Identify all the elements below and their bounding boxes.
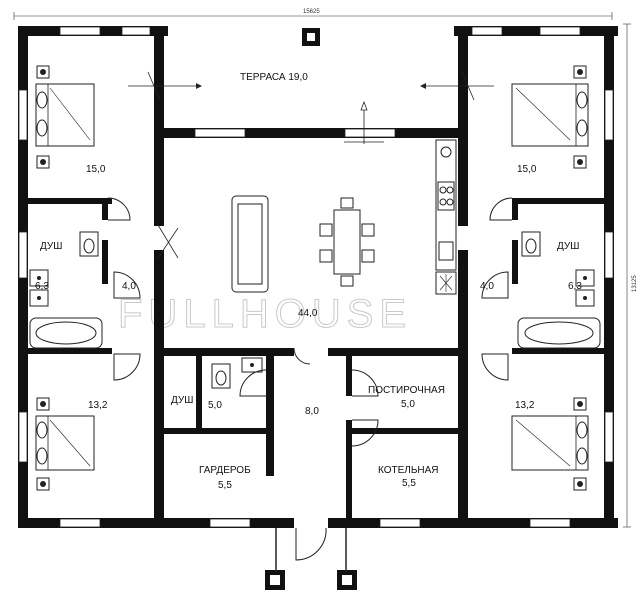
boiler-name: КОТЕЛЬНАЯ (378, 465, 439, 476)
shower-e-name: ДУШ (557, 241, 579, 252)
bed-ne (511, 65, 589, 169)
width-dimension: 15625 (303, 9, 320, 15)
bedroom-sw-area: 13,2 (88, 400, 108, 411)
corridor-area: 8,0 (305, 406, 319, 417)
laundry-name: ПОСТИРОЧНАЯ (368, 385, 445, 396)
bed-nw (35, 65, 95, 169)
entrance-porch (275, 518, 347, 572)
door-swings (107, 197, 513, 447)
bathroom-c-fixtures (211, 357, 263, 389)
wardrobe-name: ГАРДЕРОБ (199, 465, 251, 476)
wardrobe-area: 5,5 (218, 480, 232, 491)
dining-table (319, 197, 375, 287)
bedroom-ne-area: 15,0 (517, 164, 537, 175)
bed-se (511, 397, 589, 491)
door-arrows (128, 71, 494, 259)
watermark: FULLHOUSE (118, 292, 412, 336)
height-dimension: 13125 (632, 275, 638, 292)
bedroom-nw-area: 15,0 (86, 164, 106, 175)
shower-w-name: ДУШ (40, 241, 62, 252)
bedroom-se-area: 13,2 (515, 400, 535, 411)
hall-e-area: 4,0 (480, 281, 494, 292)
laundry-area: 5,0 (401, 399, 415, 410)
bathroom-e-fixtures (517, 231, 601, 349)
bathroom-w-fixtures (29, 231, 103, 349)
hall-w-area: 4,0 (122, 281, 136, 292)
bed-sw (35, 397, 95, 491)
sofa (231, 195, 269, 293)
boiler-area: 5,5 (402, 478, 416, 489)
shower-w-area: 6,3 (35, 281, 49, 292)
shower-e-area: 6,3 (568, 281, 582, 292)
shower-c-area: 5,0 (208, 400, 222, 411)
kitchen-counter (435, 139, 457, 295)
dimension-lines (13, 12, 631, 528)
windows (18, 26, 614, 528)
terrace-label: ТЕРРАСА 19,0 (240, 72, 308, 83)
living-area: 44,0 (298, 308, 318, 319)
shower-c-name: ДУШ (171, 395, 193, 406)
